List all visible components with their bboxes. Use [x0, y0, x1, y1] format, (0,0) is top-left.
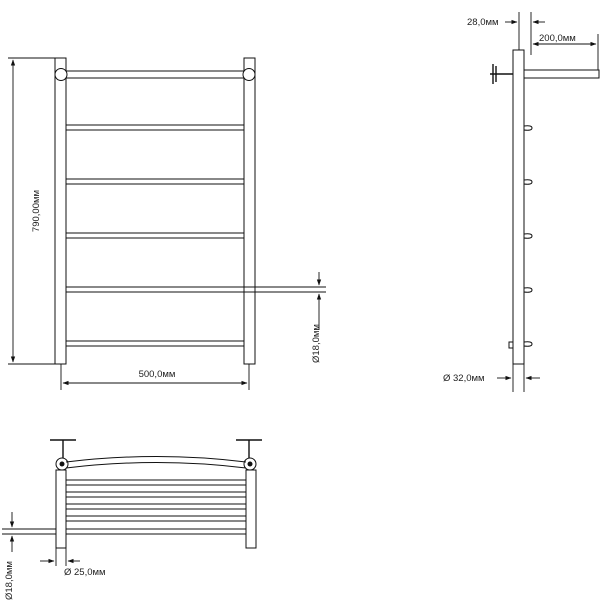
top-right-mount	[242, 68, 256, 81]
projection-label: 200,0мм	[539, 33, 576, 44]
rung-stub	[523, 233, 533, 239]
rung	[65, 124, 245, 131]
left-upright	[54, 57, 67, 365]
width-dimension-label: 500,0мм	[139, 369, 176, 380]
rung-stub	[523, 287, 533, 293]
side-top-bar	[523, 69, 600, 79]
rung	[65, 340, 245, 347]
side-tube	[512, 49, 525, 365]
rung-stub	[523, 125, 533, 131]
bottom-rung-label: Ø18,0мм	[4, 561, 15, 600]
top-view: Ø18,0мм Ø 25,0мм	[2, 439, 262, 600]
wall-offset-label: 28,0мм	[467, 17, 499, 28]
top-view-right-side	[245, 469, 257, 549]
side-view: 28,0мм 200,0мм Ø 32,0мм	[443, 12, 600, 392]
right-upright	[243, 57, 256, 365]
rung	[65, 286, 245, 293]
tube-diameter-label: Ø 32,0мм	[443, 373, 485, 384]
height-dimension-label: 790,00мм	[31, 190, 42, 232]
top-left-mount	[54, 68, 68, 81]
top-bar	[59, 70, 251, 79]
rung	[65, 232, 245, 239]
rung-stub	[523, 341, 533, 347]
front-view: 790,00мм 500,0мм Ø18,0мм	[8, 57, 326, 390]
rung-diameter-label: Ø18,0мм	[311, 324, 322, 363]
curved-top-bar	[65, 456, 247, 463]
top-view-left-side	[55, 469, 67, 549]
mount-diameter-label: Ø 25,0мм	[64, 567, 106, 578]
rung-stub	[523, 179, 533, 185]
rung	[65, 178, 245, 185]
